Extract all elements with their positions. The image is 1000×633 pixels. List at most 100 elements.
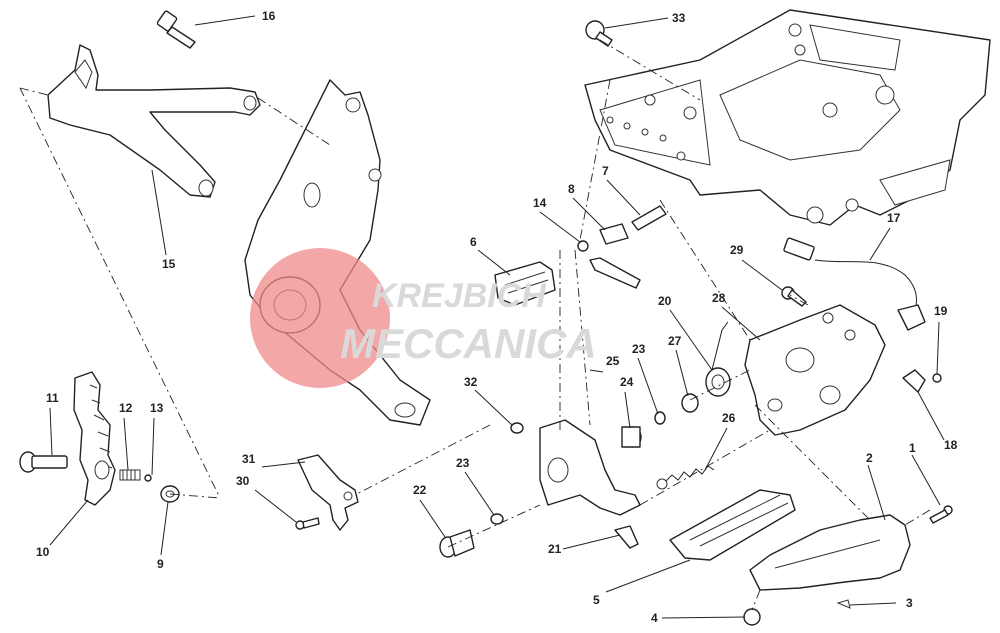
callout-1: 1 xyxy=(909,441,916,455)
callout-7: 7 xyxy=(602,164,609,178)
callout-leader-19 xyxy=(936,321,940,375)
callout-leader-8 xyxy=(572,197,606,231)
callout-16: 16 xyxy=(262,9,276,23)
callout-leader-16 xyxy=(194,15,256,26)
frame-subassembly xyxy=(584,9,991,226)
callout-2: 2 xyxy=(866,451,873,465)
callout-leader-32 xyxy=(474,389,513,426)
spring-20 xyxy=(705,321,731,397)
footpeg-10 xyxy=(73,371,116,506)
callout-15: 15 xyxy=(162,257,176,271)
callout-leader-24 xyxy=(624,391,631,429)
callout-leader-27 xyxy=(675,349,689,397)
screw-30 xyxy=(295,517,320,530)
screw-21 xyxy=(614,525,639,549)
callout-27: 27 xyxy=(668,334,682,348)
screw-19 xyxy=(932,373,942,383)
callout-leader-7 xyxy=(606,179,641,216)
callout-33: 33 xyxy=(672,11,686,25)
washer-23b xyxy=(490,513,504,525)
callout-13: 13 xyxy=(150,401,164,415)
callout-22: 22 xyxy=(413,483,427,497)
callout-leader-3 xyxy=(849,602,897,606)
callout-14: 14 xyxy=(533,196,547,210)
callout-leader-18 xyxy=(917,391,945,441)
callout-18: 18 xyxy=(944,438,958,452)
callout-6: 6 xyxy=(470,235,477,249)
callout-leader-26 xyxy=(704,427,728,471)
bolt-16 xyxy=(156,10,196,49)
pedal-5 xyxy=(669,489,796,561)
callout-leader-14 xyxy=(539,211,581,243)
callout-leader-23 xyxy=(637,357,659,415)
callout-29: 29 xyxy=(730,243,744,257)
callout-leader-2 xyxy=(867,464,886,521)
callout-30: 30 xyxy=(236,474,250,488)
bolt-7 xyxy=(631,205,667,231)
callout-leader-25 xyxy=(589,369,604,373)
bolt-29 xyxy=(781,286,807,307)
bracket-28 xyxy=(744,304,886,436)
callout-28: 28 xyxy=(712,291,726,305)
callout-3: 3 xyxy=(906,596,913,610)
callout-11: 11 xyxy=(46,391,59,405)
watermark-line1: KREJBICH xyxy=(372,277,547,315)
callout-leader-15 xyxy=(151,169,167,256)
callout-12: 12 xyxy=(119,401,133,415)
bushing-24 xyxy=(621,426,642,448)
ball-13 xyxy=(144,474,152,482)
callout-leader-6 xyxy=(477,249,511,276)
bolt-33 xyxy=(585,20,613,47)
callout-31: 31 xyxy=(242,452,256,466)
callout-leader-5 xyxy=(605,559,691,593)
callout-leader-22 xyxy=(419,499,446,538)
callout-5: 5 xyxy=(593,593,600,607)
washer-23a xyxy=(654,411,666,425)
callout-25: 25 xyxy=(606,354,620,368)
callout-leader-10 xyxy=(49,499,89,546)
callout-leader-33 xyxy=(604,17,669,29)
watermark-line2: MECCANICA xyxy=(340,320,597,367)
callout-leader-9 xyxy=(160,501,169,556)
assembly-lines xyxy=(19,39,931,611)
spring-12 xyxy=(119,469,141,481)
callout-26: 26 xyxy=(722,411,736,425)
callout-8: 8 xyxy=(568,182,575,196)
bolt-1 xyxy=(929,505,953,524)
callout-9: 9 xyxy=(157,557,164,571)
pin-14 xyxy=(577,240,641,289)
watermark-circle xyxy=(250,248,390,388)
rubber-6 xyxy=(494,261,556,306)
callout-23: 23 xyxy=(456,456,470,470)
clamp-18 xyxy=(902,369,926,393)
screw-4 xyxy=(743,608,761,626)
pin-11 xyxy=(19,451,68,473)
callout-leader-23 xyxy=(464,471,495,516)
callout-leader-13 xyxy=(151,417,155,476)
bolt-22 xyxy=(439,529,475,558)
callout-leader-12 xyxy=(123,417,129,471)
bolt-8 xyxy=(599,223,629,245)
callout-20: 20 xyxy=(658,294,672,308)
callout-leader-21 xyxy=(562,534,621,550)
callout-4: 4 xyxy=(651,611,658,625)
callout-32: 32 xyxy=(464,375,478,389)
footpeg-bracket xyxy=(47,44,261,198)
callout-leader-29 xyxy=(741,259,783,291)
guard-2 xyxy=(749,514,911,591)
washer-32 xyxy=(510,422,524,434)
callout-23: 23 xyxy=(632,342,646,356)
callout-19: 19 xyxy=(934,304,948,318)
callout-leader-1 xyxy=(911,454,941,506)
callout-leader-11 xyxy=(49,407,53,456)
callout-17: 17 xyxy=(887,211,901,225)
sensor-17 xyxy=(783,237,926,331)
callout-leader-28 xyxy=(721,306,761,341)
callout-21: 21 xyxy=(548,542,562,556)
watermark-logo: KREJBICH MECCANICA xyxy=(250,248,597,388)
bracket-31 xyxy=(297,454,359,531)
callout-leader-17 xyxy=(869,227,891,261)
clip-3 xyxy=(836,599,851,609)
